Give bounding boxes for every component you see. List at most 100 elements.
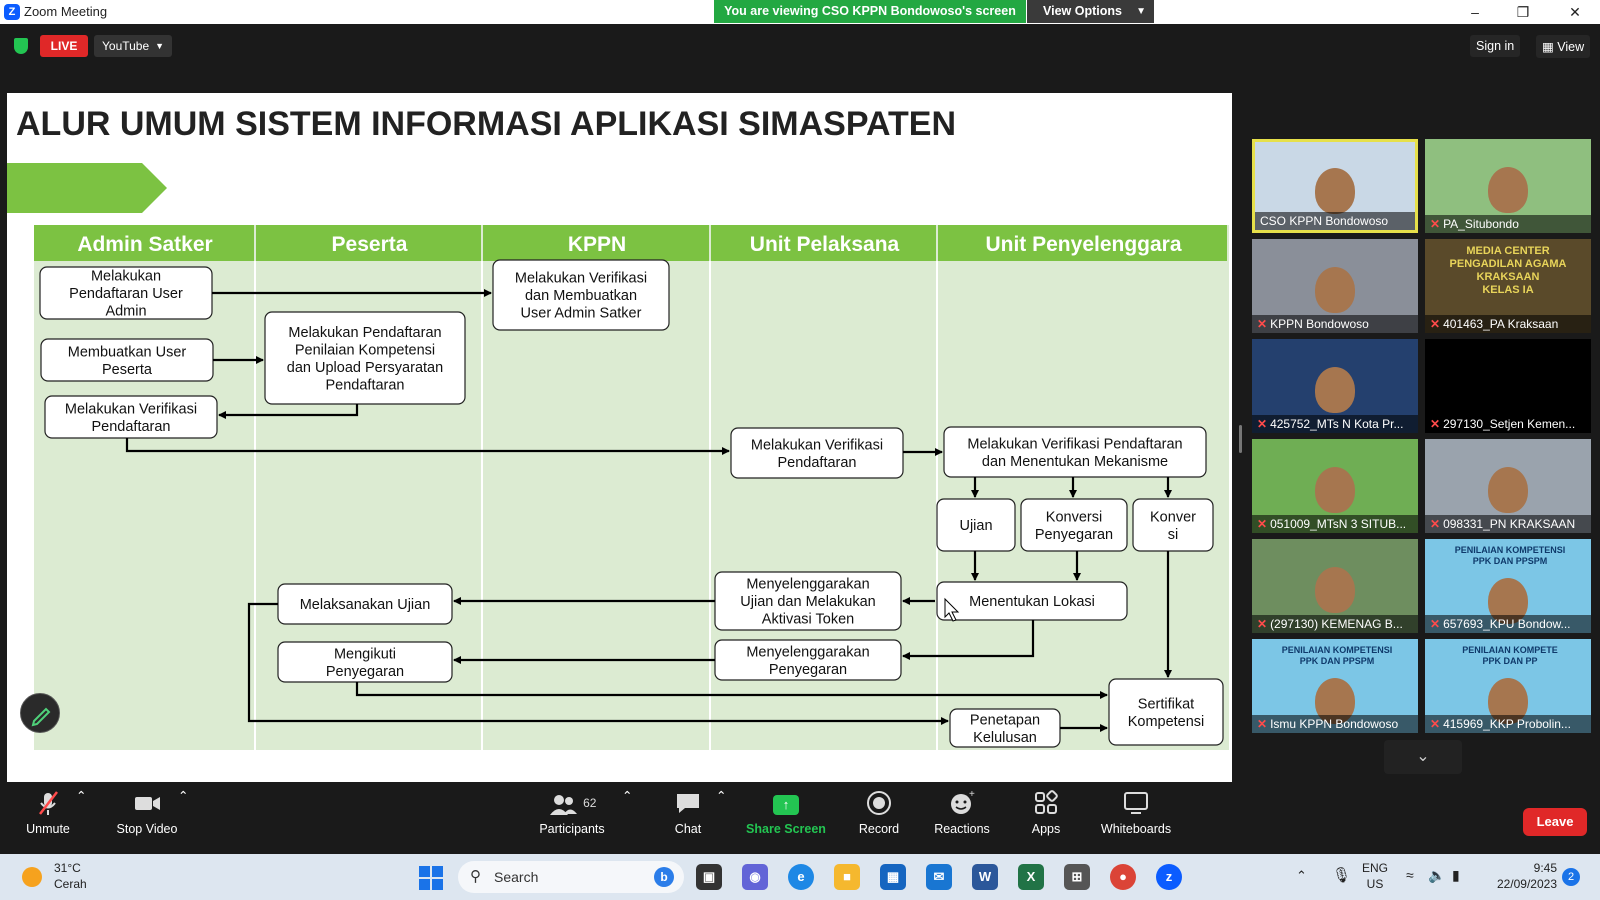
mail-icon[interactable]: ✉ bbox=[926, 864, 952, 890]
tray-microphone-icon[interactable]: 🎙 bbox=[1332, 867, 1352, 884]
restore-icon[interactable]: ❐ bbox=[1516, 4, 1530, 20]
participant-video bbox=[1488, 167, 1528, 214]
taskbar-clock[interactable]: 9:45 22/09/2023 bbox=[1487, 860, 1557, 892]
stream-target-dropdown[interactable]: YouTube ▼ bbox=[94, 35, 172, 57]
lane-header-label: Peserta bbox=[332, 233, 408, 256]
participant-name: PA_Situbondo bbox=[1443, 217, 1519, 231]
gallery-next-page-button[interactable]: ⌄ bbox=[1384, 740, 1462, 774]
flow-arrow bbox=[218, 404, 359, 419]
participant-video bbox=[1315, 267, 1355, 314]
mic-muted-icon: ✕ bbox=[1430, 617, 1441, 631]
microsoft-store-icon[interactable]: ▦ bbox=[880, 864, 906, 890]
chrome-icon[interactable]: ● bbox=[1110, 864, 1136, 890]
live-badge[interactable]: LIVE bbox=[40, 35, 88, 57]
participant-tile[interactable]: ✕(297130) KEMENAG B... bbox=[1252, 539, 1418, 633]
flow-box bbox=[943, 426, 1207, 478]
whiteboard-icon bbox=[1096, 788, 1176, 818]
view-options-button[interactable]: View Options ▼ bbox=[1027, 0, 1154, 23]
participant-tile[interactable]: ✕297130_Setjen Kemen... bbox=[1425, 339, 1591, 433]
participant-tile[interactable]: CSO KPPN Bondowoso bbox=[1252, 139, 1418, 233]
participant-tile[interactable]: ✕PA_Situbondo bbox=[1425, 139, 1591, 233]
lane-header-label: Unit Pelaksana bbox=[750, 233, 900, 256]
battery-icon[interactable]: ▮ bbox=[1452, 867, 1460, 883]
teams-chat-icon[interactable]: ◉ bbox=[742, 864, 768, 890]
security-shield-icon[interactable] bbox=[14, 38, 28, 54]
task-view-icon[interactable]: ▣ bbox=[696, 864, 722, 890]
audio-options-caret-icon[interactable]: ⌃ bbox=[76, 789, 87, 803]
lane-header bbox=[34, 225, 254, 261]
weather-sun-icon[interactable] bbox=[22, 867, 42, 887]
whiteboards-button[interactable]: Whiteboards bbox=[1096, 788, 1176, 836]
participant-tile[interactable]: ✕098331_PN KRAKSAAN bbox=[1425, 439, 1591, 533]
zoom-app-icon[interactable]: z bbox=[1156, 864, 1182, 890]
lane-header-label: Admin Satker bbox=[77, 233, 212, 256]
weather-widget[interactable]: 31°C Cerah bbox=[54, 860, 87, 892]
video-options-caret-icon[interactable]: ⌃ bbox=[178, 789, 189, 803]
flow-arrow bbox=[247, 602, 949, 725]
participant-tile[interactable]: ✕051009_MTsN 3 SITUB... bbox=[1252, 439, 1418, 533]
calculator-icon[interactable]: ⊞ bbox=[1064, 864, 1090, 890]
participant-tile[interactable]: ✕KPPN Bondowoso bbox=[1252, 239, 1418, 333]
tray-overflow-icon[interactable]: ⌃ bbox=[1296, 868, 1307, 883]
meeting-topbar: LIVE YouTube ▼ Sign in ▦ View bbox=[0, 24, 1600, 68]
background-text-line: PPK DAN PP bbox=[1482, 656, 1538, 666]
shared-screen-slide: ALUR UMUM SISTEM INFORMASI APLIKASI SIMA… bbox=[7, 93, 1232, 782]
volume-icon[interactable]: 🔈 bbox=[1428, 867, 1446, 883]
lane-header bbox=[711, 225, 936, 261]
participants-button[interactable]: 62 Participants bbox=[532, 788, 612, 836]
wifi-icon[interactable]: ≈ bbox=[1406, 867, 1414, 883]
stop-video-button[interactable]: Stop Video bbox=[110, 788, 184, 836]
windows-start-icon[interactable] bbox=[419, 866, 443, 890]
word-icon[interactable]: W bbox=[972, 864, 998, 890]
mic-muted-icon: ✕ bbox=[1430, 717, 1441, 731]
participant-name: 657693_KPU Bondow... bbox=[1443, 617, 1571, 631]
chat-button[interactable]: Chat bbox=[668, 788, 708, 836]
reactions-button[interactable]: + Reactions bbox=[932, 788, 992, 836]
excel-icon[interactable]: X bbox=[1018, 864, 1044, 890]
input-language[interactable]: ENG US bbox=[1362, 860, 1388, 892]
share-screen-button[interactable]: ↑ Share Screen bbox=[746, 788, 826, 836]
viewing-screen-banner: You are viewing CSO KPPN Bondowoso's scr… bbox=[714, 0, 1026, 23]
view-button[interactable]: ▦ View bbox=[1536, 35, 1591, 58]
bing-icon[interactable]: b bbox=[654, 867, 674, 887]
background-text-line: PENILAIAN KOMPETENSI bbox=[1454, 545, 1566, 555]
participant-tile[interactable]: ✕425752_MTs N Kota Pr... bbox=[1252, 339, 1418, 433]
record-button[interactable]: Record bbox=[852, 788, 906, 836]
notification-count-badge[interactable]: 2 bbox=[1562, 868, 1580, 886]
taskbar-search-box[interactable]: ⚲ Search b bbox=[458, 861, 684, 893]
close-icon[interactable]: ✕ bbox=[1569, 4, 1581, 20]
participant-video bbox=[1488, 467, 1528, 514]
background-text-line: PENILAIAN KOMPETENSI bbox=[1281, 645, 1393, 655]
panel-splitter-handle[interactable] bbox=[1239, 425, 1242, 453]
background-text-line: KELAS IA bbox=[1482, 284, 1534, 296]
chat-label: Chat bbox=[674, 822, 702, 836]
mic-muted-icon: ✕ bbox=[1430, 217, 1441, 231]
leave-button[interactable]: Leave bbox=[1523, 808, 1587, 836]
participant-name: 401463_PA Kraksaan bbox=[1443, 317, 1559, 331]
flow-box-label: Melaksanakan Ujian bbox=[300, 597, 431, 613]
view-options-label: View Options bbox=[1043, 4, 1122, 18]
participants-caret-icon[interactable]: ⌃ bbox=[622, 789, 633, 803]
file-explorer-icon[interactable]: ■ bbox=[834, 864, 860, 890]
window-titlebar: Z Zoom Meeting You are viewing CSO KPPN … bbox=[0, 0, 1600, 24]
chat-caret-icon[interactable]: ⌃ bbox=[716, 789, 727, 803]
edge-browser-icon[interactable]: e bbox=[788, 864, 814, 890]
flow-box bbox=[44, 395, 218, 439]
apps-button[interactable]: Apps bbox=[1026, 788, 1066, 836]
minimize-icon[interactable]: – bbox=[1471, 4, 1479, 20]
sign-in-button[interactable]: Sign in bbox=[1470, 35, 1521, 57]
participant-name-bar: ✕KPPN Bondowoso bbox=[1252, 315, 1418, 333]
clock-time: 9:45 bbox=[1533, 861, 1557, 875]
annotate-pencil-button[interactable] bbox=[20, 693, 60, 733]
unmute-label: Unmute bbox=[26, 822, 70, 836]
unmute-button[interactable]: Unmute bbox=[18, 788, 78, 836]
